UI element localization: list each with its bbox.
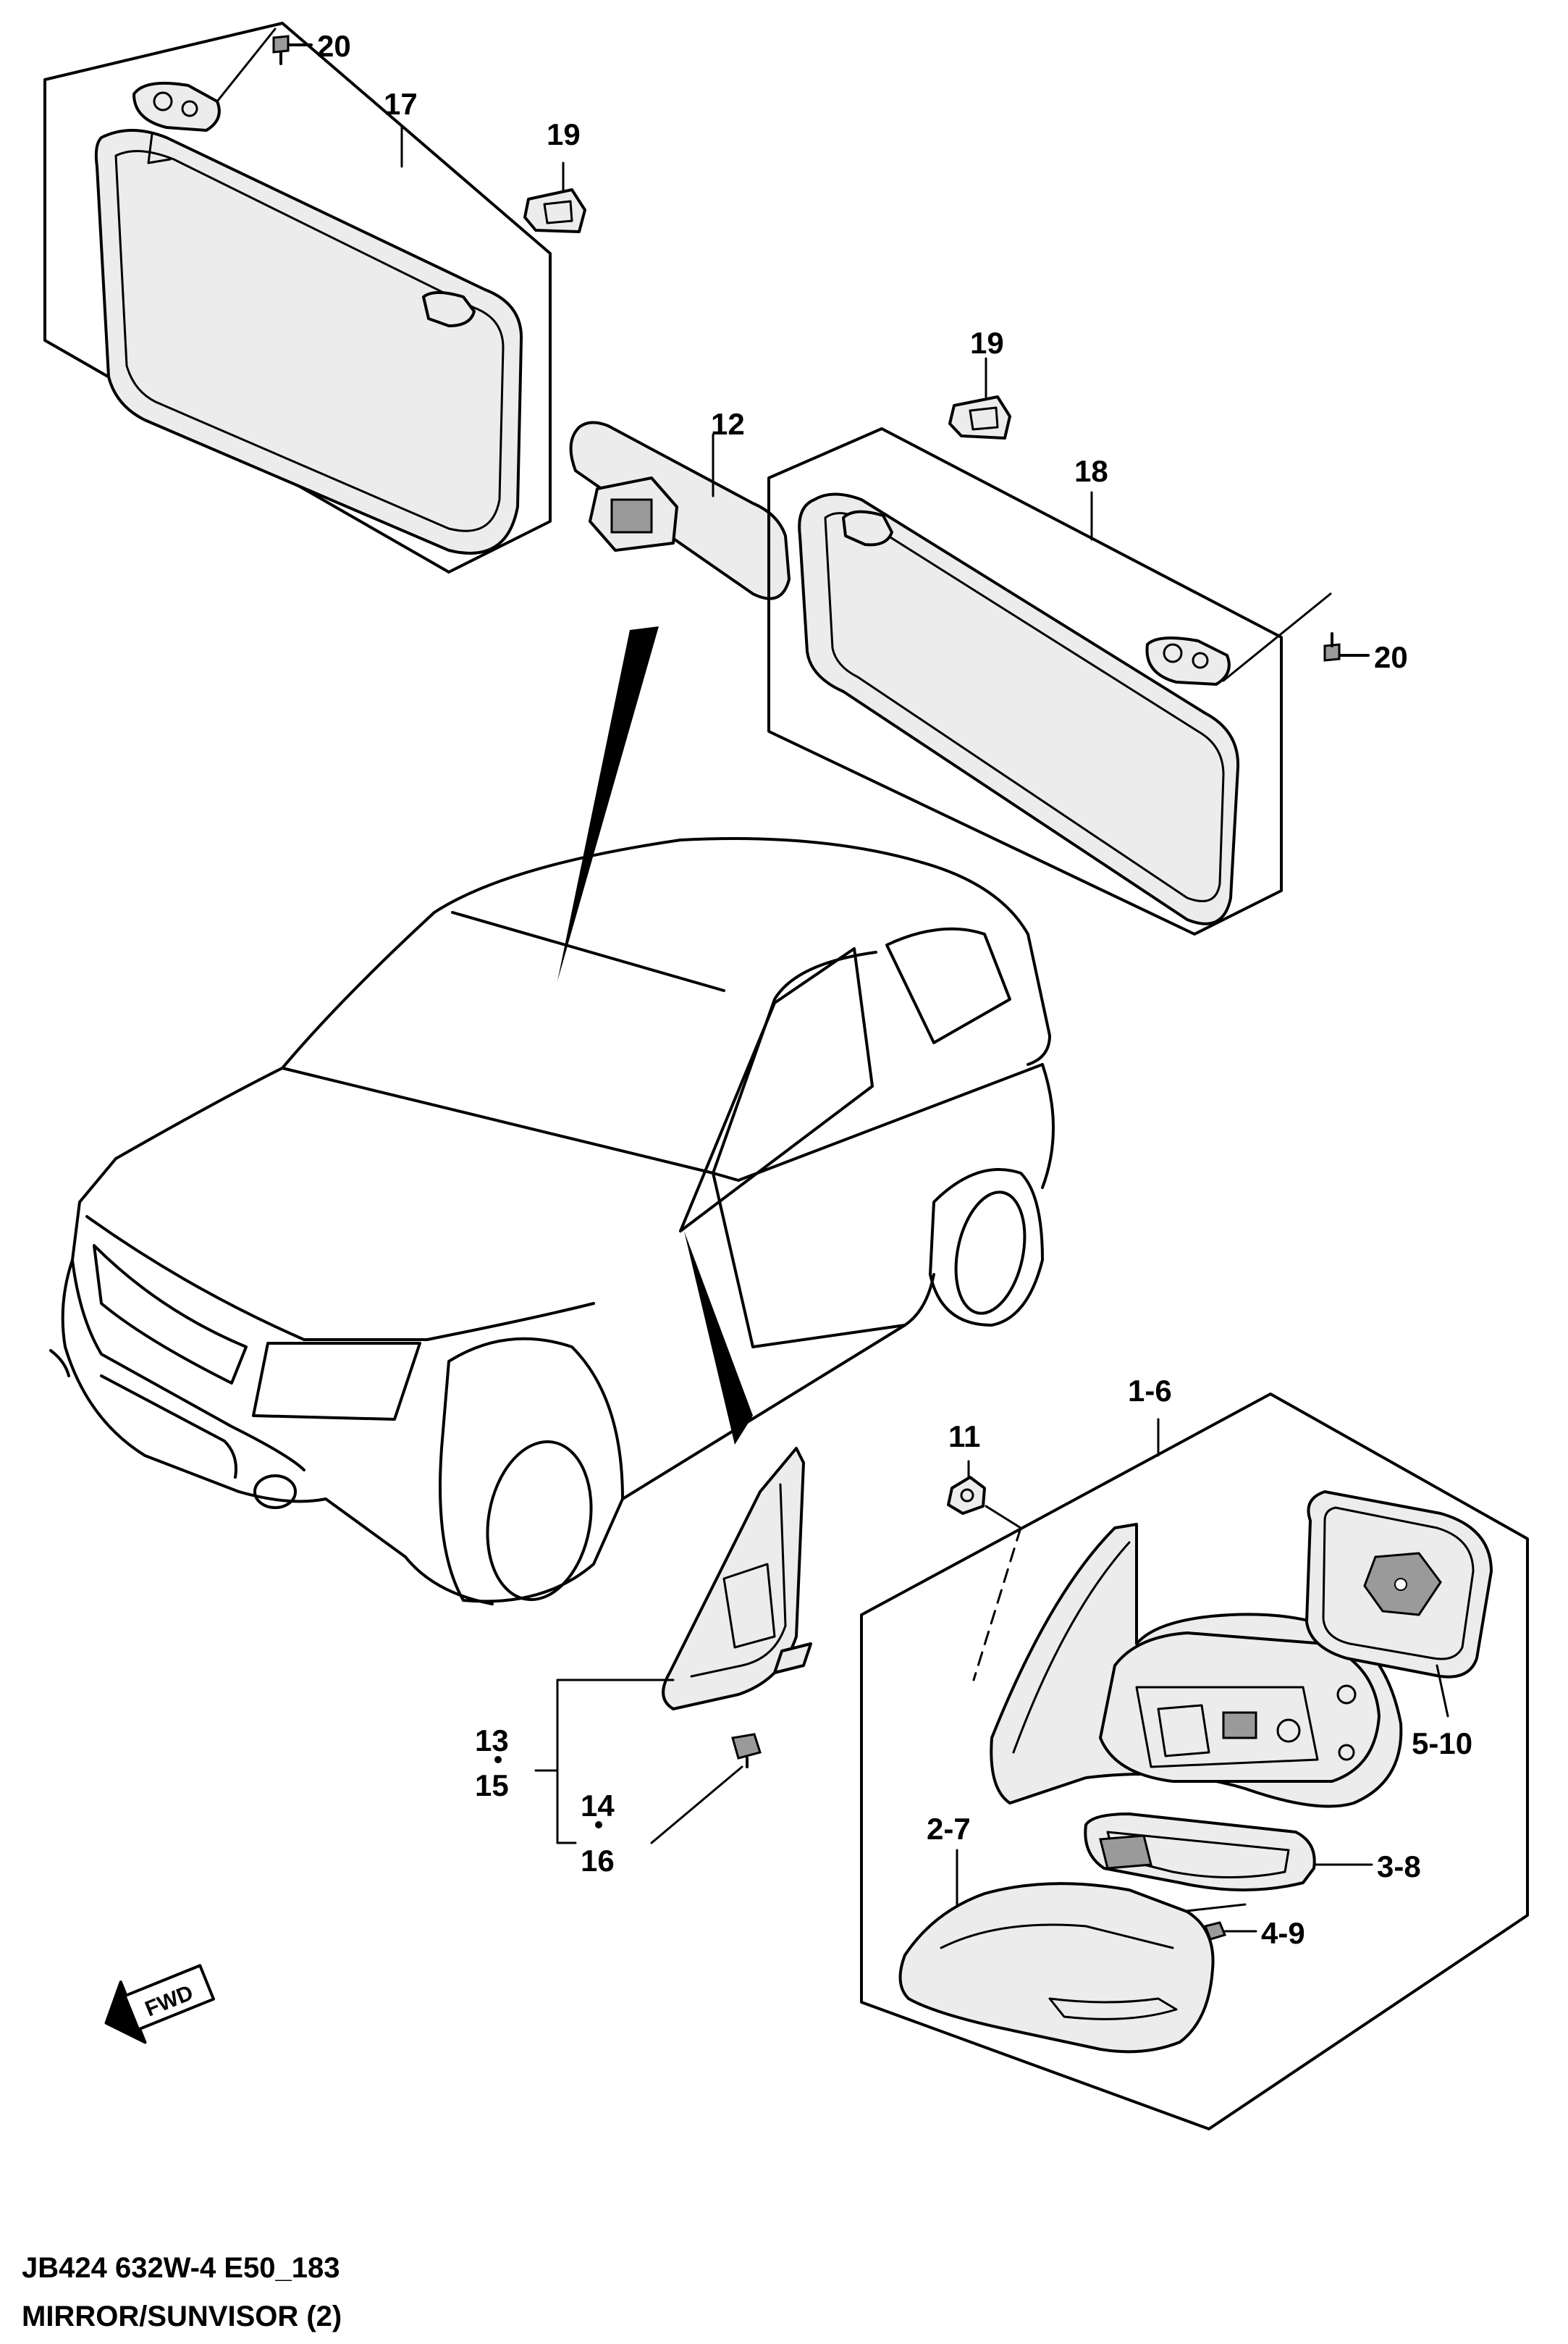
callout-20-right: 20 (1374, 640, 1408, 674)
callout-13: 13 (475, 1723, 509, 1757)
screw-20-top (272, 35, 313, 65)
pointer-wedge-top (557, 626, 659, 981)
callout-19-left: 19 (547, 117, 581, 151)
diagram-code: JB424 632W-4 E50_183 (22, 2252, 340, 2284)
screw-20-right (1323, 632, 1370, 662)
nut-11 (947, 1460, 1022, 1681)
pointer-wedge-bottom (684, 1231, 753, 1445)
callout-14: 14 (581, 1789, 615, 1823)
callout-15: 15 (475, 1768, 509, 1802)
outer-mirror-assy-box (860, 1392, 1529, 2130)
callout-12: 12 (711, 407, 745, 441)
mirror-cover (898, 1849, 1215, 2054)
outer-mirror-housing (990, 1523, 1403, 1808)
callout-20-top: 20 (317, 29, 351, 63)
clip-14-16 (650, 1733, 762, 1844)
callout-1-6: 1-6 (1128, 1374, 1172, 1408)
vehicle-outline (49, 837, 1055, 1605)
inner-rearview-mirror (569, 421, 791, 600)
callout-bracket-13-16 (494, 1679, 675, 1844)
callout-11: 11 (948, 1419, 980, 1453)
callout-17: 17 (384, 87, 418, 121)
callout-2-7: 2-7 (927, 1812, 971, 1846)
callout-18: 18 (1074, 454, 1108, 488)
door-mirror-garnish (662, 1447, 812, 1710)
callout-5-10: 5-10 (1412, 1726, 1472, 1760)
callout-16: 16 (581, 1844, 615, 1878)
sunvisor-left (43, 22, 552, 574)
diagram-title: MIRROR/SUNVISOR (2) (22, 2301, 342, 2332)
holder-19-left (523, 161, 586, 233)
sunvisor-right (767, 427, 1332, 936)
callout-4-9: 4-9 (1261, 1916, 1305, 1950)
callout-3-8: 3-8 (1377, 1849, 1421, 1883)
mirror-glass (1305, 1490, 1493, 1718)
fwd-arrow-icon: FWD (104, 1964, 215, 2044)
turn-signal-lamp (1084, 1812, 1373, 1891)
holder-19-right (948, 357, 1011, 440)
callout-19-right: 19 (970, 326, 1004, 360)
